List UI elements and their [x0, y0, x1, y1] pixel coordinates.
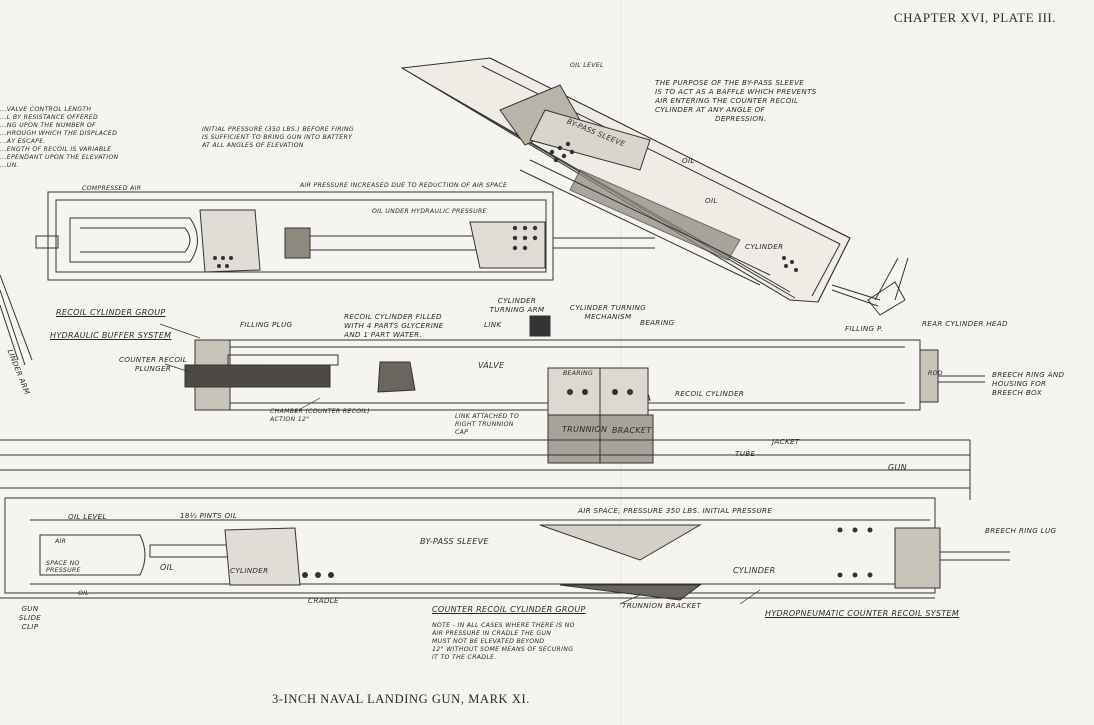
- label-bearing-small: Bearing: [563, 370, 594, 377]
- label-valve: Valve: [478, 361, 505, 370]
- label-breech-ring-lug: Breech Ring Lug: [985, 526, 1057, 535]
- label-bracket: Bracket: [612, 426, 652, 435]
- label-trunnion-bracket: Trunnion Bracket: [622, 601, 702, 610]
- gun-tube-drawing: [0, 439, 971, 500]
- label-trunnion: Trunnion: [562, 425, 608, 434]
- initial-pressure-note: Initial Pressure (350 Lbs.) Before Firin…: [202, 126, 354, 149]
- left-edge-fragment: [0, 274, 33, 366]
- label-recoil-cylinder-group: Recoil Cylinder Group: [56, 308, 166, 317]
- cradle-note: Note - In All Cases Where There Is No Ai…: [432, 622, 575, 661]
- leader-lines: [159, 323, 761, 605]
- bypass-purpose-note: The Purpose Of The By-Pass Sleeve Is To …: [655, 78, 817, 123]
- valve-control-note: ...Valve Control Length ...l By Resistan…: [0, 106, 119, 169]
- label-filling-p: Filling P.: [845, 324, 884, 333]
- label-link-attached: Link Attached To Right Trunnion Cap: [455, 413, 519, 436]
- upper-cylinder-drawing: [35, 191, 655, 281]
- label-cylinder-low: Cylinder: [230, 566, 269, 575]
- label-jacket: Jacket: [772, 437, 800, 446]
- label-counter-recoil-plunger: Counter Recoil Plunger: [118, 355, 188, 373]
- label-cylinder-turning-mechanism: Cylinder Turning Mechanism: [569, 303, 647, 321]
- recoil-filled-note: Recoil Cylinder Filled With 4 Parts Glyc…: [344, 312, 444, 339]
- label-cylinder-top: Cylinder: [745, 242, 784, 251]
- label-bearing: Bearing: [640, 318, 675, 327]
- label-hydraulic-buffer-system: Hydraulic Buffer System: [50, 331, 172, 340]
- label-gun-slide-clip: Gun Slide Clip: [18, 604, 42, 631]
- label-cylinder-low-right: Cylinder: [733, 566, 776, 575]
- label-hydropneumatic-system: Hydropneumatic Counter Recoil System: [765, 609, 960, 618]
- label-filling-plug: Filling Plug: [240, 320, 293, 329]
- label-counter-recoil-cylinder-group: Counter Recoil Cylinder Group: [432, 605, 586, 614]
- label-pints-oil: 18½ Pints Oil: [180, 511, 238, 520]
- recoil-cylinder-drawing: [184, 315, 985, 464]
- label-air: Air: [55, 538, 67, 545]
- label-air-space: Air Space, Pressure 350 Lbs. Initial Pre…: [578, 506, 773, 515]
- label-air-pressure-increased: Air Pressure Increased Due To Reduction …: [300, 182, 508, 189]
- label-rear-cylinder-head: Rear Cylinder Head: [922, 319, 1008, 328]
- label-recoil-cylinder: Recoil Cylinder: [675, 389, 745, 398]
- counter-recoil-cylinder-drawing: [0, 497, 1010, 601]
- label-space-no-pressure: Space No Pressure: [46, 560, 81, 574]
- label-piston: Piston: [240, 359, 265, 366]
- label-oil-b: Oil: [705, 196, 718, 205]
- plate-caption: 3-INCH NAVAL LANDING GUN, MARK XI.: [272, 692, 531, 706]
- plate-header: CHAPTER XVI, PLATE III.: [893, 10, 1056, 25]
- label-compressed-air: Compressed Air: [82, 185, 142, 192]
- label-bypass-sleeve-low: By-Pass Sleeve: [420, 537, 489, 546]
- label-chamber: Chamber (Counter Recoil) Action 12": [270, 408, 370, 423]
- page-fold: [620, 0, 622, 725]
- label-cylinder-turning-arm: Cylinder Turning Arm: [489, 296, 545, 314]
- label-oil-low1: Oil: [160, 563, 175, 572]
- label-gun: Gun: [888, 463, 907, 472]
- inclined-cylinder-drawing: [400, 57, 909, 316]
- label-oil-low2: Oil: [78, 590, 90, 597]
- label-tube: Tube: [735, 449, 756, 458]
- label-link: Link: [484, 320, 502, 329]
- label-oil-level-low: Oil Level: [68, 512, 107, 521]
- label-oil-level-top: Oil Level: [570, 62, 604, 69]
- label-breech-ring-housing: Breech Ring And Housing For Breech Box: [992, 370, 1065, 397]
- label-rod: Rod: [928, 370, 943, 377]
- label-cradle: Cradle: [308, 596, 339, 605]
- label-oil-under-pressure: Oil Under Hydraulic Pressure: [372, 208, 487, 215]
- label-oil-a: Oil: [682, 156, 695, 165]
